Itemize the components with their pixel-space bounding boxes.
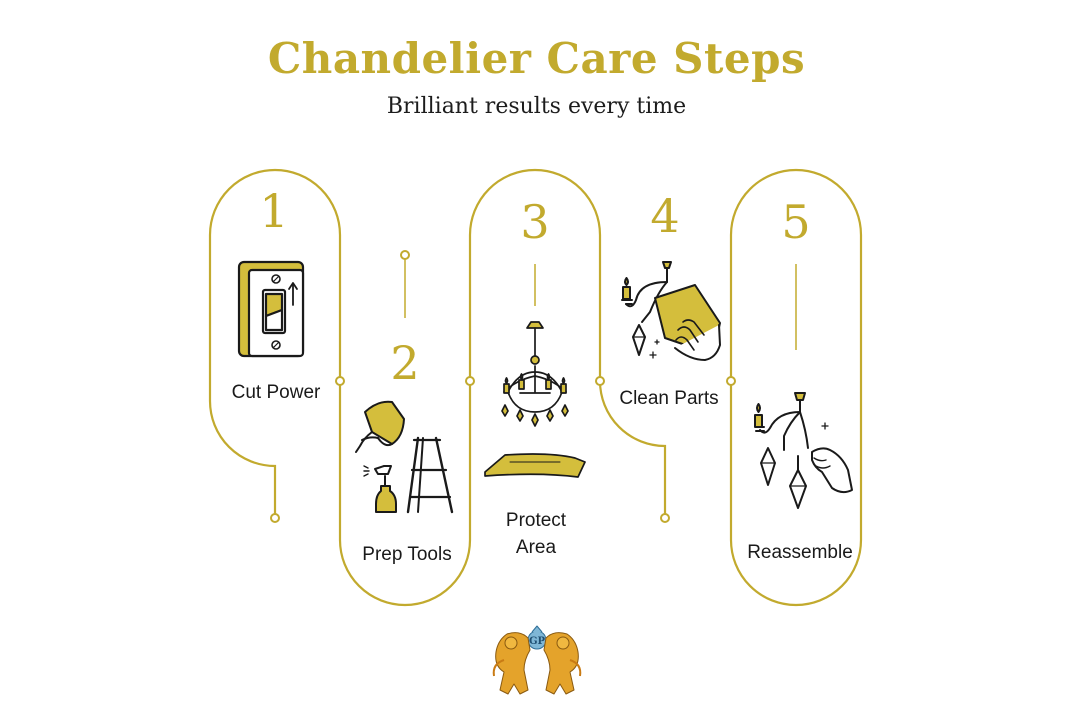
page-subtitle: Brilliant results every time (386, 94, 687, 119)
light-switch-icon (237, 260, 305, 358)
step-2-number: 2 (390, 336, 419, 390)
twin-lions-crest-logo: GP (492, 625, 582, 695)
serpentine-outline (208, 168, 863, 607)
cloth-wiping-chandelier-icon (621, 261, 721, 361)
step-3-number: 3 (520, 195, 549, 249)
step-5-number: 5 (781, 195, 810, 249)
step-3-label-line-1: Protect (506, 510, 567, 531)
page-title: Chandelier Care Steps (267, 34, 806, 83)
connector-dot (270, 513, 280, 523)
connector-dot (660, 513, 670, 523)
connector-dot (335, 376, 345, 386)
step-4-number: 4 (650, 189, 679, 243)
connector-dot (726, 376, 736, 386)
step-1-number: 1 (259, 184, 288, 238)
step-2-label: Prep Tools (362, 544, 451, 565)
connector-dot (400, 250, 410, 260)
connector-lines (404, 259, 797, 350)
step-4-label: Clean Parts (619, 388, 718, 409)
step-5-label: Reassemble (747, 542, 853, 563)
hand-hanging-crystal-icon (754, 392, 853, 509)
chandelier-drop-cloth-icon (484, 321, 586, 478)
logo-monogram: GP (529, 636, 546, 647)
connector-dot (465, 376, 475, 386)
step-3-label-line-2: Area (516, 537, 557, 558)
step-1-label: Cut Power (232, 382, 321, 403)
cleaning-supplies-ladder-icon (355, 400, 454, 514)
connector-dots (270, 250, 736, 523)
connector-dot (595, 376, 605, 386)
